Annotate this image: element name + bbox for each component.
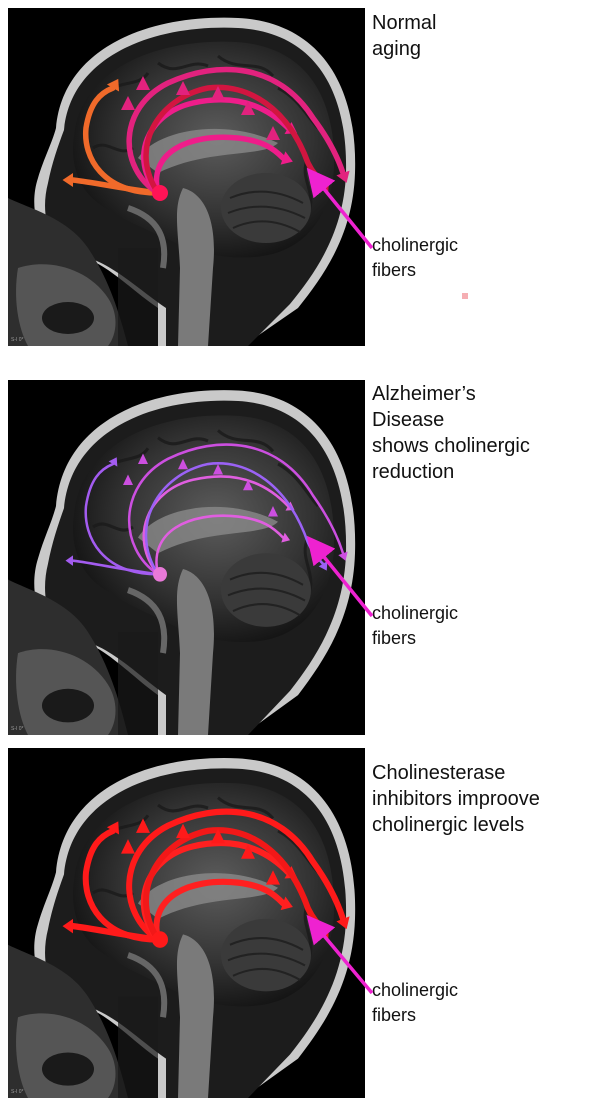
mri-brain-illustration xyxy=(8,8,365,346)
basal-forebrain-nucleus xyxy=(152,185,168,201)
basal-forebrain-nucleus xyxy=(152,931,168,948)
mri-panel-normal-aging: S-I 0* xyxy=(8,8,365,346)
mri-panel-alzheimers: S-I 0* xyxy=(8,380,365,735)
fiber-label-panel-3: cholinergic fibers xyxy=(372,978,522,1028)
fiber-label-panel-1: cholinergic fibers xyxy=(372,233,522,283)
caption-normal-aging: Normal aging xyxy=(372,10,586,62)
caption-cholinesterase: Cholinesterase inhibitors improove choli… xyxy=(372,760,586,838)
mri-brain-illustration xyxy=(8,748,365,1098)
scan-corner-label: S-I 0* xyxy=(11,1089,24,1095)
mri-panel-cholinesterase: S-I 0* xyxy=(8,748,365,1098)
basal-forebrain-nucleus xyxy=(153,567,167,582)
stray-marker xyxy=(462,293,468,299)
scan-corner-label: S-I 0* xyxy=(11,726,24,732)
caption-alzheimers: Alzheimer’s Disease shows cholinergic re… xyxy=(372,381,586,485)
scan-corner-label: S-I 0* xyxy=(11,337,24,343)
mri-brain-illustration xyxy=(8,380,365,735)
fiber-label-panel-2: cholinergic fibers xyxy=(372,601,522,651)
